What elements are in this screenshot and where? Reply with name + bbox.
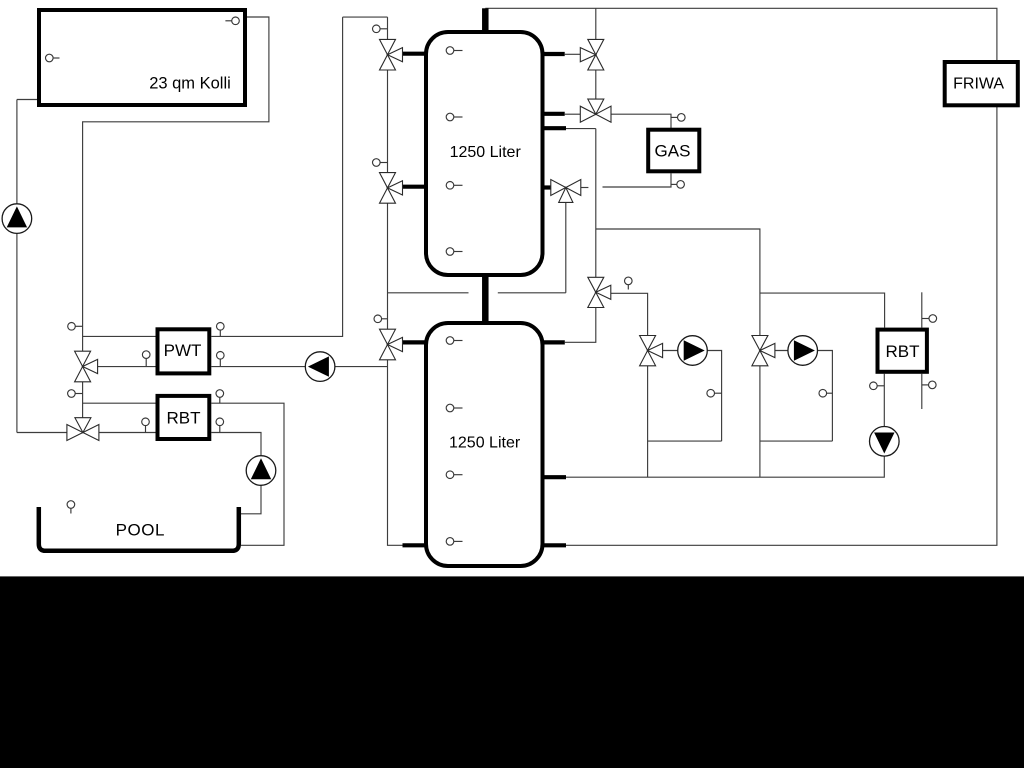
svg-text:RBT: RBT bbox=[886, 342, 920, 361]
svg-text:FRIWA: FRIWA bbox=[953, 76, 1004, 93]
svg-text:POOL: POOL bbox=[116, 521, 165, 540]
svg-text:PWT: PWT bbox=[164, 341, 202, 360]
svg-text:GAS: GAS bbox=[655, 142, 691, 161]
svg-text:1250 Liter: 1250 Liter bbox=[449, 435, 521, 452]
svg-text:23 qm Kolli: 23 qm Kolli bbox=[149, 75, 231, 93]
svg-text:RBT: RBT bbox=[167, 409, 201, 428]
svg-text:1250 Liter: 1250 Liter bbox=[450, 144, 522, 161]
